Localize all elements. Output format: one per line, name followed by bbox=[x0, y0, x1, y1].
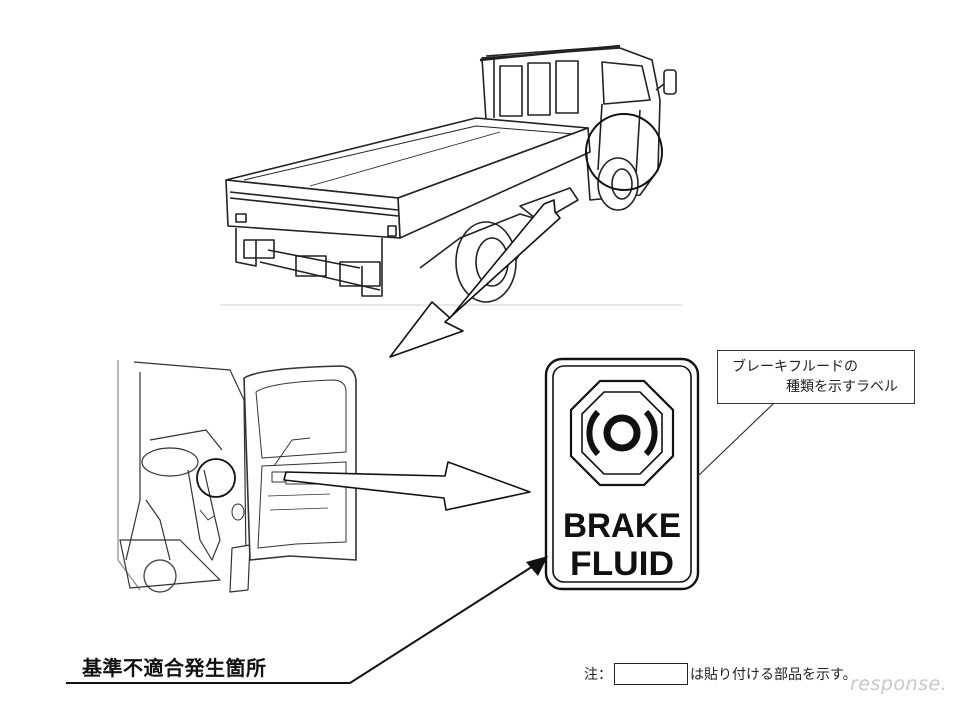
note-suffix: は貼り付ける部品を示す。 bbox=[690, 667, 857, 683]
pillar-highlight-circle bbox=[196, 458, 236, 498]
brake-fluid-label: BRAKE FLUID bbox=[544, 357, 700, 591]
callout-box: ブレーキフルードの 種類を示すラベル bbox=[717, 350, 915, 404]
cab-door-illustration bbox=[117, 360, 357, 593]
note-prefix: 注： bbox=[584, 667, 612, 683]
brake-warning-icon bbox=[569, 379, 675, 487]
pointer-arrow-door-to-label bbox=[283, 461, 531, 511]
brake-label-line1: BRAKE bbox=[563, 507, 681, 545]
callout-line-1: ブレーキフルードの bbox=[732, 359, 858, 375]
note-swatch bbox=[614, 663, 688, 685]
truck-illustration bbox=[220, 44, 682, 306]
legend-note: 注： は貼り付ける部品を示す。 bbox=[584, 662, 857, 686]
brake-label-line2: FLUID bbox=[570, 545, 674, 583]
callout-leader-line bbox=[697, 402, 775, 477]
pointer-arrow-truck-to-door bbox=[389, 199, 561, 358]
nonconformity-location-label: 基準不適合発生箇所 bbox=[82, 656, 267, 680]
response-watermark: response. bbox=[850, 673, 948, 695]
callout-line-2: 種類を示すラベル bbox=[786, 379, 898, 395]
cab-highlight-circle bbox=[585, 113, 663, 191]
location-pointer bbox=[66, 556, 548, 684]
